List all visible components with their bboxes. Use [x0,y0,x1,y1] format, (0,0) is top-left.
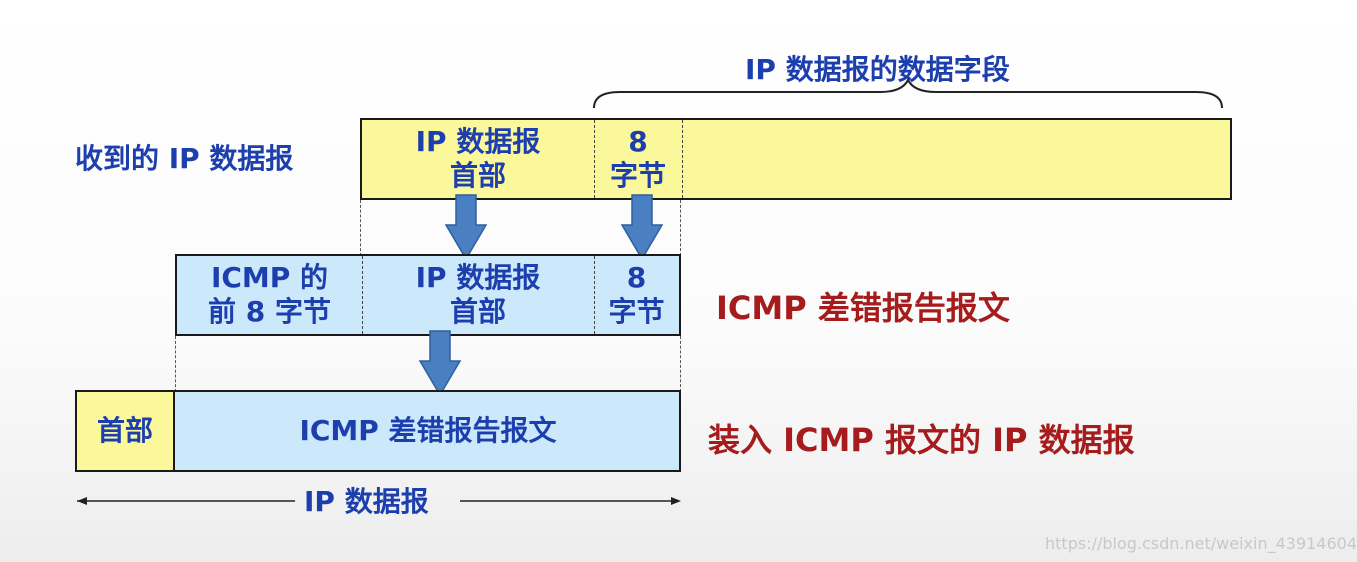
down-arrow-icon [444,194,488,261]
down-arrow-icon [620,194,664,261]
watermark: https://blog.csdn.net/weixin_43914604 [1045,534,1357,553]
data-remaining-cell [682,120,1230,198]
ip-datagram-with-icmp: 首部 ICMP 差错报告报文 [75,390,681,472]
ip-header-cell: IP 数据报 首部 [415,125,541,192]
received-ip-datagram: IP 数据报 首部 8 字节 [360,118,1232,200]
icmp-error-report-label: ICMP 差错报告报文 [716,289,1010,327]
received-ip-datagram-label: 收到的 IP 数据报 [75,142,294,175]
ip-datagram-span-label: IP 数据报 [304,485,429,518]
ip-header-cell: IP 数据报 首部 [415,261,541,328]
icmp-error-report-message: ICMP 的 前 8 字节 IP 数据报 首部 8 字节 [175,254,681,336]
data-field-label: IP 数据报的数据字段 [745,53,1010,86]
down-arrow-icon [418,330,462,397]
data-field-brace [593,77,1223,109]
eight-bytes-cell: 8 字节 [608,261,665,328]
header-cell: 首部 [77,392,175,470]
ip-datagram-with-icmp-label: 装入 ICMP 报文的 IP 数据报 [708,421,1135,459]
icmp-first-8-bytes-cell: ICMP 的 前 8 字节 [208,261,331,328]
eight-bytes-cell: 8 字节 [609,125,666,192]
icmp-message-cell: ICMP 差错报告报文 [299,414,557,447]
span-arrow [77,497,681,505]
